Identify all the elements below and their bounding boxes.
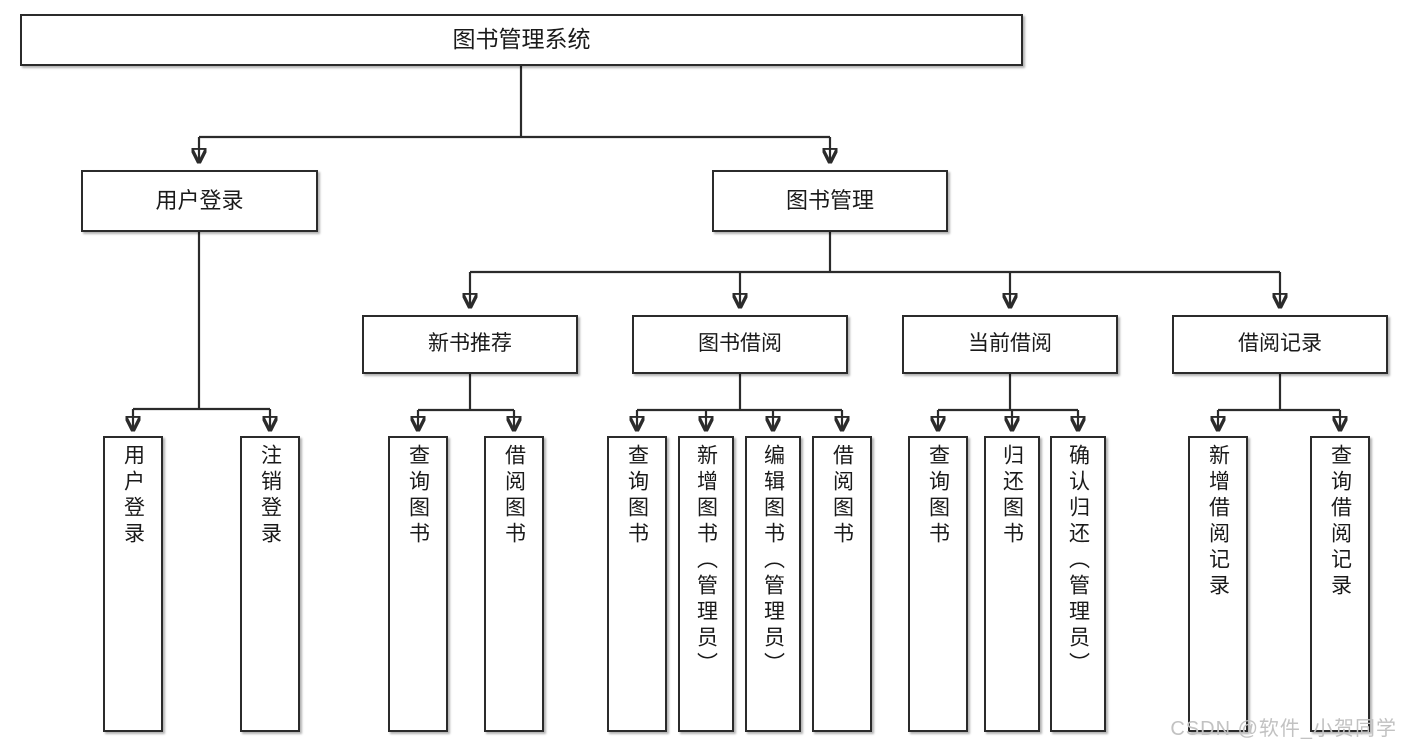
leaf-borrow-books-recommend[interactable]: 借阅图书: [484, 436, 544, 732]
leaf-return-books[interactable]: 归还图书: [984, 436, 1040, 732]
leaf-user-login[interactable]: 用户登录: [103, 436, 163, 732]
node-user-login[interactable]: 用户登录: [81, 170, 318, 232]
leaf-query-borrow-record[interactable]: 查询借阅记录: [1310, 436, 1370, 732]
node-label: 注销登录: [258, 444, 282, 548]
node-book-borrow[interactable]: 图书借阅: [632, 315, 848, 374]
node-borrow-record[interactable]: 借阅记录: [1172, 315, 1388, 374]
leaf-add-book-admin[interactable]: 新增图书（管理员）: [678, 436, 734, 732]
node-label: 查询图书: [406, 444, 430, 548]
node-label: 当前借阅: [968, 332, 1052, 356]
node-new-book-recommend[interactable]: 新书推荐: [362, 315, 578, 374]
leaf-add-borrow-record[interactable]: 新增借阅记录: [1188, 436, 1248, 732]
node-label: 新增借阅记录: [1206, 444, 1230, 600]
node-label: 确认归还（管理员）: [1066, 444, 1090, 678]
node-label: 查询图书: [625, 444, 649, 548]
node-label: 借阅图书: [830, 444, 854, 548]
leaf-edit-book-admin[interactable]: 编辑图书（管理员）: [745, 436, 801, 732]
leaf-query-books-borrow[interactable]: 查询图书: [607, 436, 667, 732]
leaf-query-books-recommend[interactable]: 查询图书: [388, 436, 448, 732]
node-label: 查询图书: [926, 444, 950, 548]
node-label: 查询借阅记录: [1328, 444, 1352, 600]
node-book-management[interactable]: 图书管理: [712, 170, 948, 232]
node-label: 用户登录: [155, 188, 244, 214]
node-label: 图书管理: [785, 188, 874, 214]
node-root[interactable]: 图书管理系统: [20, 14, 1023, 66]
node-label: 归还图书: [1000, 444, 1024, 548]
leaf-borrow-books[interactable]: 借阅图书: [812, 436, 872, 732]
node-current-borrow[interactable]: 当前借阅: [902, 315, 1118, 374]
node-label: 新书推荐: [428, 332, 512, 356]
node-label: 用户登录: [121, 444, 145, 548]
leaf-user-logout[interactable]: 注销登录: [240, 436, 300, 732]
node-label: 图书管理系统: [452, 26, 591, 53]
leaf-confirm-return-admin[interactable]: 确认归还（管理员）: [1050, 436, 1106, 732]
node-label: 编辑图书（管理员）: [761, 444, 785, 678]
node-label: 图书借阅: [698, 332, 782, 356]
node-label: 新增图书（管理员）: [694, 444, 718, 678]
node-label: 借阅记录: [1238, 332, 1322, 356]
csdn-watermark: CSDN @软件_小贺同学: [1170, 718, 1397, 740]
node-label: 借阅图书: [502, 444, 526, 548]
leaf-query-books-current[interactable]: 查询图书: [908, 436, 968, 732]
